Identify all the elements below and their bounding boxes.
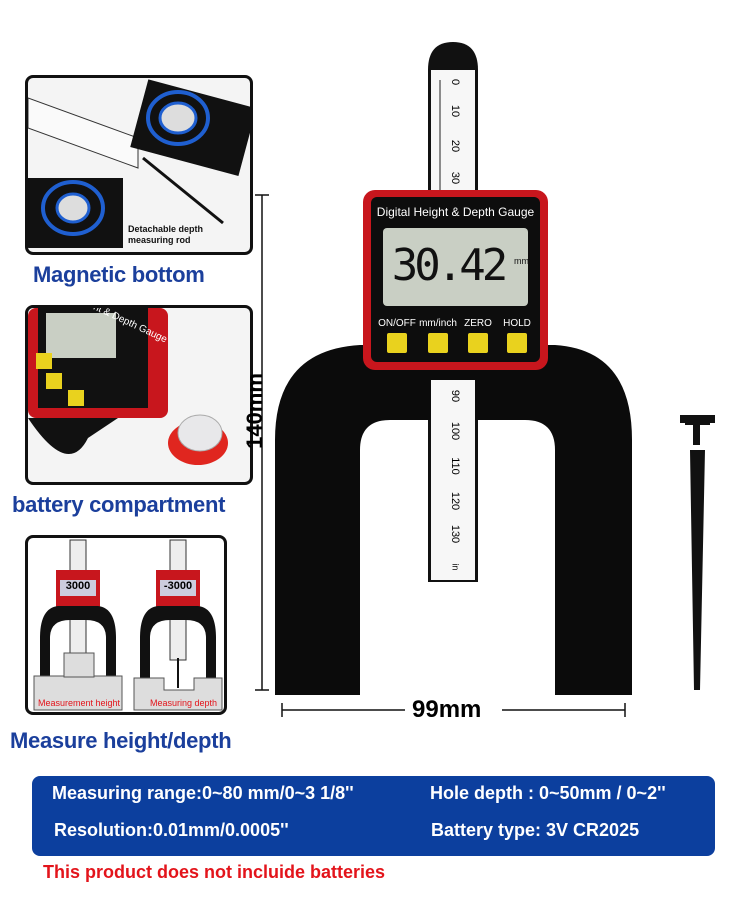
on-off-label: ON/OFF	[378, 318, 416, 329]
measurement-height-label: Measurement height	[38, 698, 121, 708]
main-gauge-illustration	[255, 42, 715, 717]
hole-depth: Hole depth : 0~50mm / 0~2''	[430, 783, 666, 803]
battery-panel: ht & Depth Gauge	[25, 305, 253, 485]
mm-inch-button	[428, 333, 448, 353]
right-reading: -3000	[163, 580, 193, 592]
ruler-unit: in	[450, 563, 461, 571]
magnetic-bottom-illustration	[28, 79, 250, 248]
battery-compartment-caption: battery compartment	[12, 492, 226, 517]
height-dimension: 140mm	[241, 373, 267, 449]
ruler-label-120: 120	[449, 491, 462, 511]
ruler-label-30: 30	[449, 171, 462, 185]
ruler-label-110: 110	[448, 457, 461, 475]
magnetic-bottom-caption: Magnetic bottom	[33, 262, 205, 287]
on-off-button	[387, 333, 407, 353]
hold-button	[507, 333, 527, 353]
measure-illustration	[33, 539, 223, 711]
measuring-range: Measuring range:0~80 mm/0~3 1/8''	[52, 783, 354, 803]
ruler-label-130: 130	[449, 524, 462, 544]
resolution: Resolution:0.01mm/0.0005''	[54, 820, 289, 840]
ruler-label-20: 20	[449, 139, 462, 153]
detachable-rod-note: Detachable depth measuring rod	[128, 224, 204, 245]
gauge-title: Digital Height & Depth Gauge	[376, 205, 535, 219]
mm-inch-label: mm/inch	[419, 318, 457, 329]
measure-height-depth-caption: Measure height/depth	[10, 728, 232, 753]
battery-type: Battery type: 3V CR2025	[431, 820, 640, 840]
measure-panel: 3000 -3000 Measurement height Measuring …	[25, 535, 227, 715]
specs-box	[32, 776, 715, 856]
zero-button	[468, 333, 488, 353]
measuring-depth-label: Measuring depth	[150, 698, 218, 708]
lcd-reading: 30.42	[391, 240, 508, 291]
left-reading: 3000	[65, 580, 91, 592]
battery-compartment-illustration	[28, 308, 228, 465]
lcd-unit: mm	[514, 256, 529, 266]
ruler-label-100: 100	[449, 421, 462, 441]
ruler-label-90: 90	[449, 389, 462, 403]
hold-label: HOLD	[503, 318, 531, 329]
magnetic-bottom-panel: Detachable depth measuring rod	[25, 75, 253, 255]
ruler-label-10: 10	[449, 104, 462, 118]
ruler-label-0: 0	[449, 78, 462, 86]
battery-warning: This product does not incluide batteries	[43, 862, 386, 882]
width-dimension: 99mm	[412, 696, 482, 723]
zero-label: ZERO	[464, 318, 492, 329]
